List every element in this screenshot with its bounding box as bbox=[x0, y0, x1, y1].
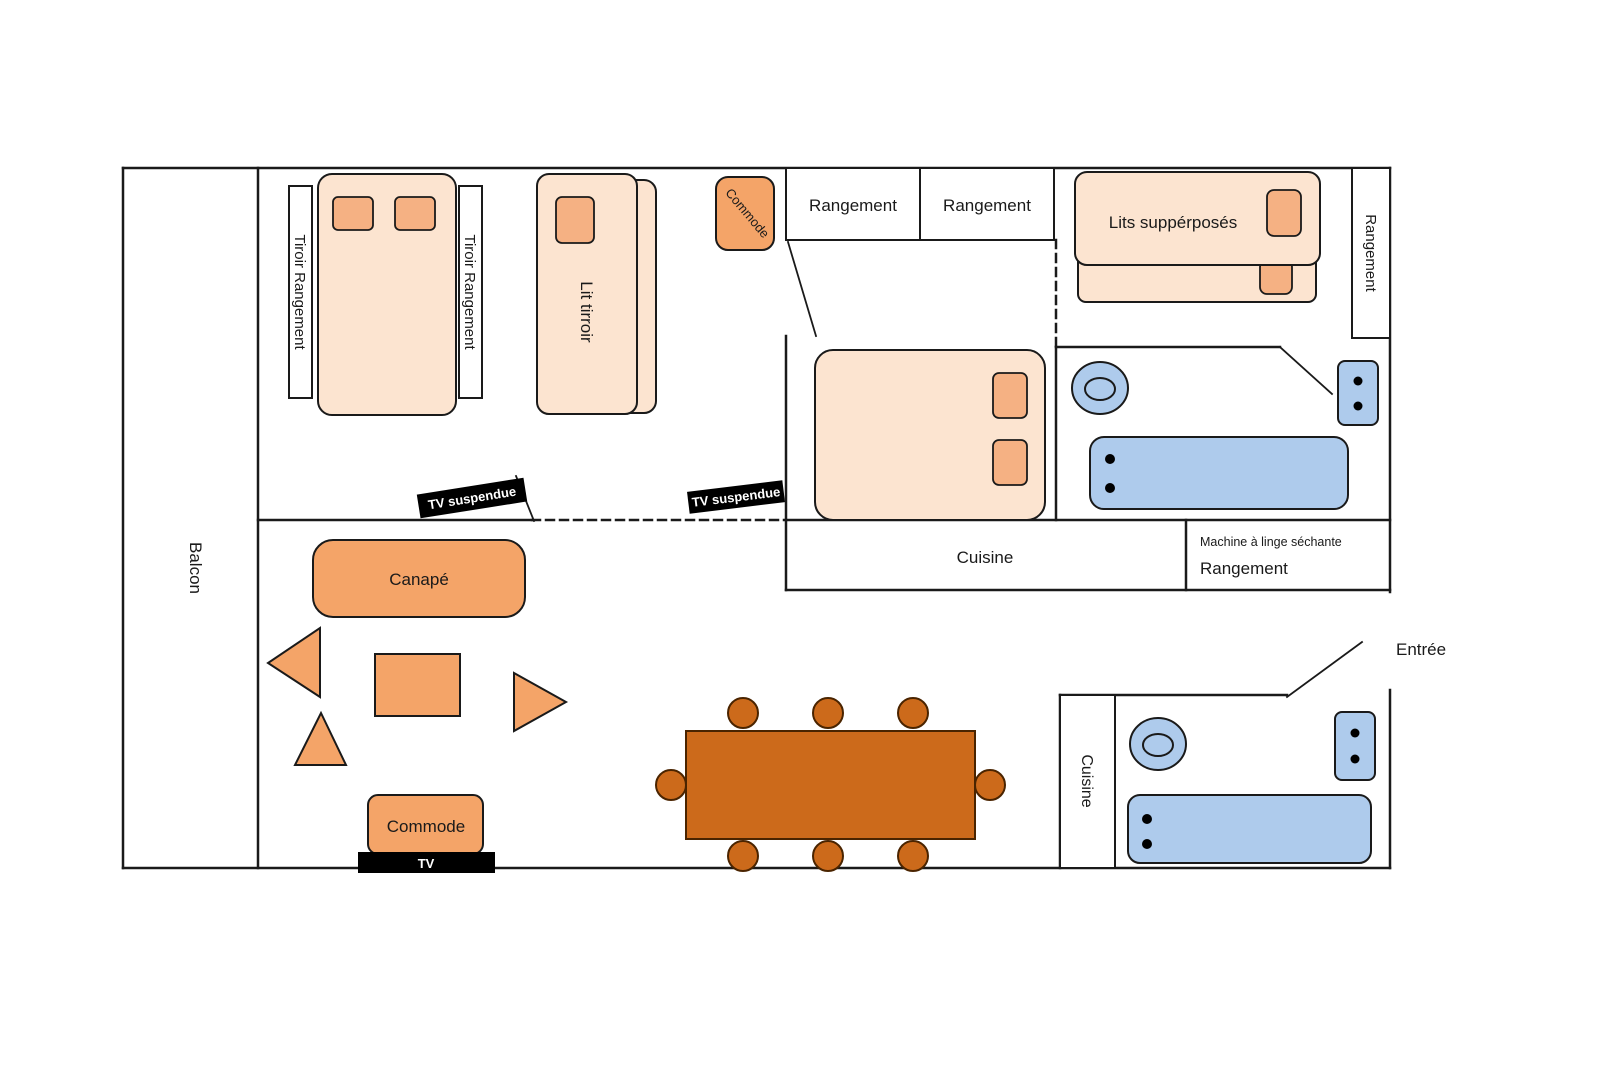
bunkroom-door-swing bbox=[1278, 345, 1334, 396]
tv-label: TV bbox=[418, 856, 435, 871]
living-dresser-label: Commode bbox=[387, 817, 465, 836]
drawer-storage-left-label: Tiroir Rangement bbox=[291, 234, 308, 350]
toilet-icon bbox=[1071, 361, 1129, 415]
dining-chair bbox=[897, 697, 929, 729]
bunk-bed-upper bbox=[1074, 171, 1321, 266]
drawer-storage-left-box bbox=[288, 185, 313, 399]
tv-mount-2: TV suspendue bbox=[687, 480, 785, 514]
tv-mount-banner bbox=[687, 480, 785, 514]
tap-icon bbox=[1142, 839, 1152, 849]
tap-icon bbox=[1105, 454, 1115, 464]
drawer-bed-label: Lit tirroir bbox=[577, 281, 596, 343]
sofa-label: Canapé bbox=[389, 570, 449, 589]
double-bed bbox=[317, 173, 457, 416]
sink bbox=[1334, 711, 1376, 781]
dining-chair bbox=[812, 697, 844, 729]
storage-closet-2-label: Rangement bbox=[943, 196, 1031, 215]
dining-table bbox=[685, 730, 976, 840]
dining-chair bbox=[727, 840, 759, 872]
bathtub bbox=[1089, 436, 1349, 510]
storage-closet-right-label: Rangement bbox=[1362, 214, 1379, 292]
entrance-door-swing bbox=[1285, 640, 1364, 699]
bedroom-door-swing bbox=[786, 240, 818, 338]
storage-closet-2 bbox=[919, 167, 1055, 241]
sink bbox=[1337, 360, 1379, 426]
pillow-icon bbox=[555, 196, 595, 244]
dining-chair bbox=[655, 769, 687, 801]
entry-kitchen-box bbox=[1059, 694, 1116, 869]
master-bed bbox=[814, 349, 1046, 521]
toilet-icon bbox=[1129, 717, 1187, 771]
storage-closet-1-label: Rangement bbox=[809, 196, 897, 215]
bunk-beds-label: Lits suppérposés bbox=[1109, 213, 1238, 232]
toilet-bowl-icon bbox=[1084, 377, 1116, 401]
pillow-icon bbox=[1266, 189, 1302, 237]
pillow-icon bbox=[332, 196, 374, 231]
dining-chair bbox=[974, 769, 1006, 801]
pillow-icon bbox=[992, 372, 1028, 419]
dining-chair bbox=[812, 840, 844, 872]
tap-icon bbox=[1353, 376, 1363, 386]
chair-triangle-up bbox=[293, 710, 348, 766]
entrance-label: Entrée bbox=[1396, 640, 1446, 659]
tap-icon bbox=[1350, 728, 1360, 738]
kitchen-main-label: Cuisine bbox=[957, 548, 1014, 567]
hall-dresser bbox=[715, 176, 775, 251]
pillow-icon bbox=[394, 196, 436, 231]
tv-mount-banner bbox=[416, 477, 528, 519]
storage-closet-right bbox=[1351, 167, 1391, 339]
toilet-bowl-icon bbox=[1142, 733, 1174, 757]
chair-triangle-right bbox=[513, 671, 569, 733]
storage-closet-1 bbox=[785, 167, 921, 241]
tv-mount-1: TV suspendue bbox=[416, 477, 528, 519]
tv-stand bbox=[358, 852, 495, 873]
kitchen-entry-label: Cuisine bbox=[1078, 754, 1095, 807]
pillow-icon bbox=[992, 439, 1028, 486]
drawer-storage-right-label: Tiroir Rangement bbox=[461, 234, 478, 350]
chair-triangle-left bbox=[266, 626, 321, 699]
drawer-storage-right-box bbox=[458, 185, 483, 399]
dining-chair bbox=[897, 840, 929, 872]
coffee-table bbox=[374, 653, 461, 717]
laundry-title-label: Machine à linge séchante bbox=[1200, 535, 1342, 549]
balcony-label: Balcon bbox=[186, 542, 205, 594]
dining-chair bbox=[727, 697, 759, 729]
tap-icon bbox=[1350, 754, 1360, 764]
sofa bbox=[312, 539, 526, 618]
tap-icon bbox=[1142, 814, 1152, 824]
laundry-sub-label: Rangement bbox=[1200, 559, 1288, 578]
tap-icon bbox=[1353, 401, 1363, 411]
bathtub bbox=[1127, 794, 1372, 864]
tap-icon bbox=[1105, 483, 1115, 493]
